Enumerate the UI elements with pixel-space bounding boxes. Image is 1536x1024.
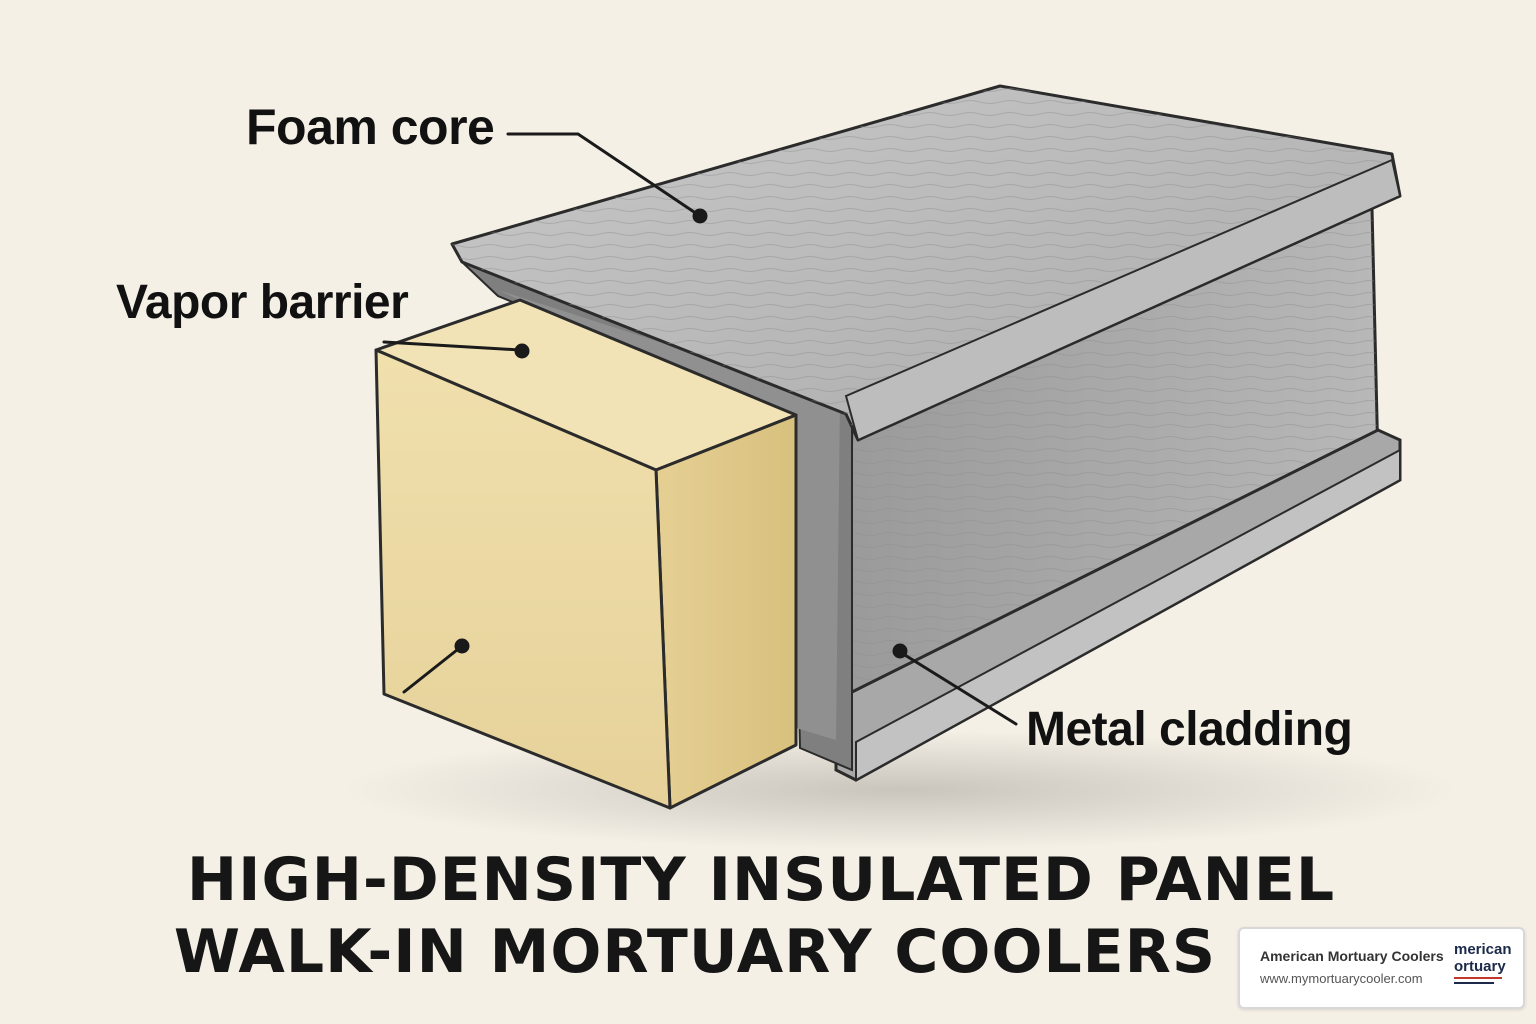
foam-core-label: Foam core xyxy=(246,99,495,155)
leader-foam-front xyxy=(402,644,464,694)
brand-name: American Mortuary Coolers xyxy=(1260,948,1444,964)
page-title-line-2: WALK-IN MORTUARY COOLERS xyxy=(173,917,1217,987)
metal-cladding-label: Metal cladding xyxy=(1026,703,1353,756)
metal-cladding-top xyxy=(450,84,1402,442)
brand-logo-line-2: ortuary xyxy=(1454,958,1506,975)
page-title-line-1: HIGH-DENSITY INSULATED PANEL xyxy=(186,845,1336,915)
vapor-barrier-label: Vapor barrier xyxy=(116,276,409,329)
brand-logo-line-1: merican xyxy=(1454,941,1512,958)
leader-dot-foam-core xyxy=(692,208,708,224)
leader-dot-foam-front xyxy=(454,638,470,654)
metal-cladding-bottom-flange xyxy=(834,428,1402,782)
leader-metal-cladding xyxy=(898,650,1018,726)
leader-dot-metal-cladding xyxy=(892,643,908,659)
leader-foam-core xyxy=(506,132,702,218)
leader-dot-vapor-barrier xyxy=(514,343,530,359)
brand-card[interactable]: American Mortuary Coolers www.mymortuary… xyxy=(1238,927,1525,1009)
brand-url[interactable]: www.mymortuarycooler.com xyxy=(1260,971,1423,986)
leader-lines xyxy=(382,132,1018,726)
brand-logo-icon: merican ortuary xyxy=(1454,941,1518,995)
foam-core-block xyxy=(374,298,798,810)
leader-vapor-barrier xyxy=(382,340,522,352)
brand-logo-tagline-mark xyxy=(1454,977,1502,984)
